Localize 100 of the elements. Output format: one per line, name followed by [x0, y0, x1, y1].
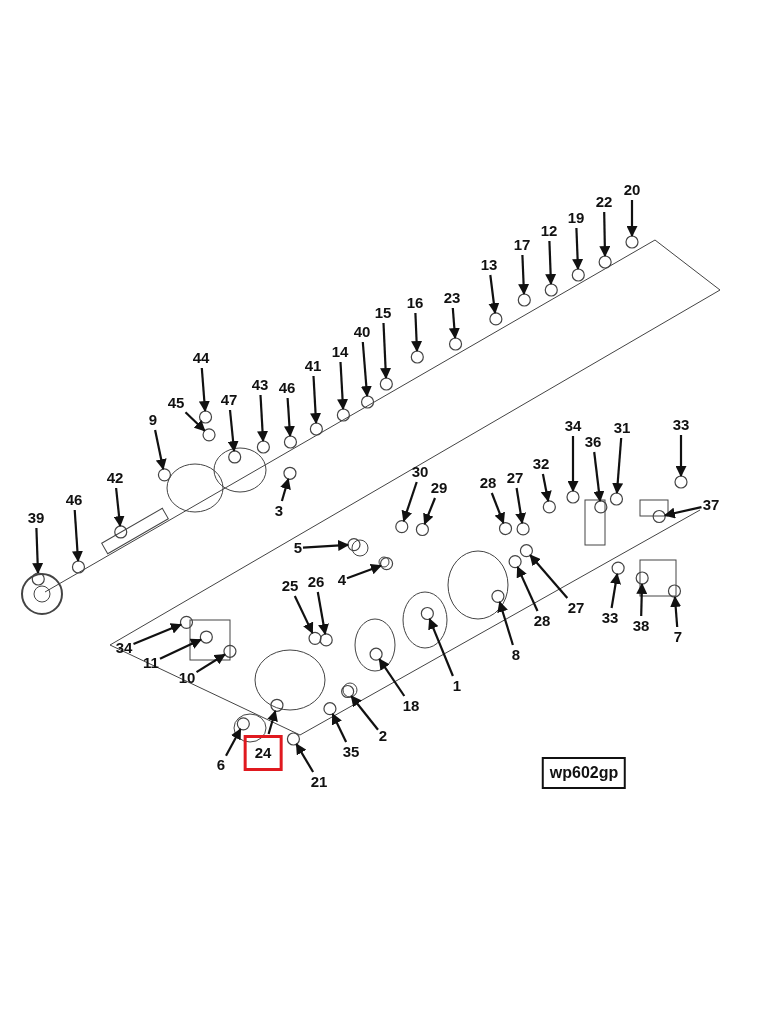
leader-arrow: [184, 411, 206, 432]
callout-number: 11: [143, 654, 159, 672]
leader-arrow: [411, 312, 423, 353]
leader-arrow: [567, 436, 579, 493]
part-outline: [667, 584, 682, 598]
part-outline: [566, 490, 580, 504]
leader-arrow: [378, 658, 406, 697]
part-outline: [674, 475, 688, 489]
leader-arrow: [423, 497, 437, 525]
callout-number: 33: [601, 609, 619, 627]
leader-arrow: [310, 375, 322, 425]
callout-number: 33: [672, 416, 690, 434]
leader-arrow: [626, 200, 638, 238]
part-outline: [519, 544, 533, 558]
callout-number: 46: [65, 491, 83, 509]
leader-arrow: [599, 212, 611, 258]
leader-arrow: [636, 582, 648, 617]
callout-number: 27: [567, 599, 585, 617]
part-outline: [71, 560, 86, 574]
callout-number: 38: [632, 617, 650, 635]
callout-number: 46: [278, 379, 296, 397]
callout-number: 2: [378, 727, 388, 745]
part-outline: [542, 500, 556, 514]
callout-number: 27: [506, 469, 524, 487]
leader-arrow: [529, 554, 569, 599]
leader-arrow: [293, 595, 314, 634]
callout-number: 17: [513, 236, 531, 254]
part-outline: [415, 522, 429, 537]
part-outline: [157, 468, 172, 482]
callout-number: 19: [567, 209, 585, 227]
part-outline: [516, 522, 530, 536]
part-outline: [544, 283, 558, 297]
leader-arrow: [572, 227, 584, 271]
leader-arrow: [515, 487, 527, 525]
leader-arrow: [428, 618, 454, 677]
part-outline: [179, 615, 194, 629]
leader-arrow: [401, 481, 418, 522]
part-outline: [228, 450, 242, 464]
leader-arrow: [488, 274, 500, 315]
leader-arrow: [350, 695, 379, 731]
callout-number: 43: [251, 376, 269, 394]
callout-number: 42: [106, 469, 124, 487]
part-outline: [498, 521, 513, 536]
callout-number: 45: [167, 394, 185, 412]
callout-number: 39: [27, 509, 45, 527]
callout-number: 16: [406, 294, 424, 312]
callout-number: 40: [353, 323, 371, 341]
leader-arrow: [159, 638, 202, 660]
part-outline: [609, 492, 624, 506]
part-outline: [379, 557, 394, 571]
callout-number: 34: [564, 417, 582, 435]
part-outline: [611, 561, 625, 575]
callout-number: 1: [452, 677, 462, 695]
callout-number: 18: [402, 697, 420, 715]
part-outline: [491, 589, 505, 603]
callout-number: 36: [584, 433, 602, 451]
leader-arrow: [448, 307, 460, 340]
part-outline: [341, 684, 355, 699]
leader-arrow: [612, 437, 624, 495]
callout-number: 15: [374, 304, 392, 322]
drawing-number: wp602gp: [541, 757, 627, 789]
leader-arrow: [257, 394, 269, 443]
part-outline: [508, 555, 522, 569]
part-outline: [594, 500, 608, 514]
leader-arrow: [545, 240, 557, 286]
callout-number: 13: [480, 256, 498, 274]
leader-arrow: [316, 591, 329, 636]
leader-arrow: [295, 743, 315, 773]
leader-arrow: [360, 341, 372, 398]
part-outline: [309, 422, 323, 436]
leader-arrow: [331, 713, 348, 743]
part-outline: [489, 312, 503, 326]
part-outline: [256, 440, 270, 454]
leader-arrow: [593, 451, 605, 503]
leader-arrow: [302, 540, 350, 551]
leader-arrow: [267, 709, 278, 735]
part-outline: [379, 377, 393, 391]
part-outline: [198, 410, 213, 424]
highlighted-callout: 24: [243, 735, 283, 771]
leader-arrow: [610, 572, 621, 609]
callout-number: 12: [540, 222, 558, 240]
callout-number: 29: [430, 479, 448, 497]
leader-arrow: [490, 492, 505, 524]
callout-number: 14: [331, 343, 349, 361]
leader-arrow: [675, 435, 687, 478]
leader-arrow: [663, 506, 702, 519]
callout-number: 44: [192, 349, 210, 367]
part-outline: [360, 395, 375, 409]
callout-number: 4: [337, 571, 347, 589]
part-outline: [571, 268, 585, 282]
leader-arrow: [670, 595, 682, 628]
leader-arrow: [195, 653, 226, 674]
part-outline: [517, 293, 531, 307]
part-outline: [336, 408, 350, 422]
part-outline: [283, 435, 298, 449]
part-outline: [369, 647, 383, 661]
part-outline: [223, 644, 237, 658]
part-outline: [420, 606, 434, 621]
callout-number: 28: [479, 474, 497, 492]
part-outline: [323, 702, 337, 716]
